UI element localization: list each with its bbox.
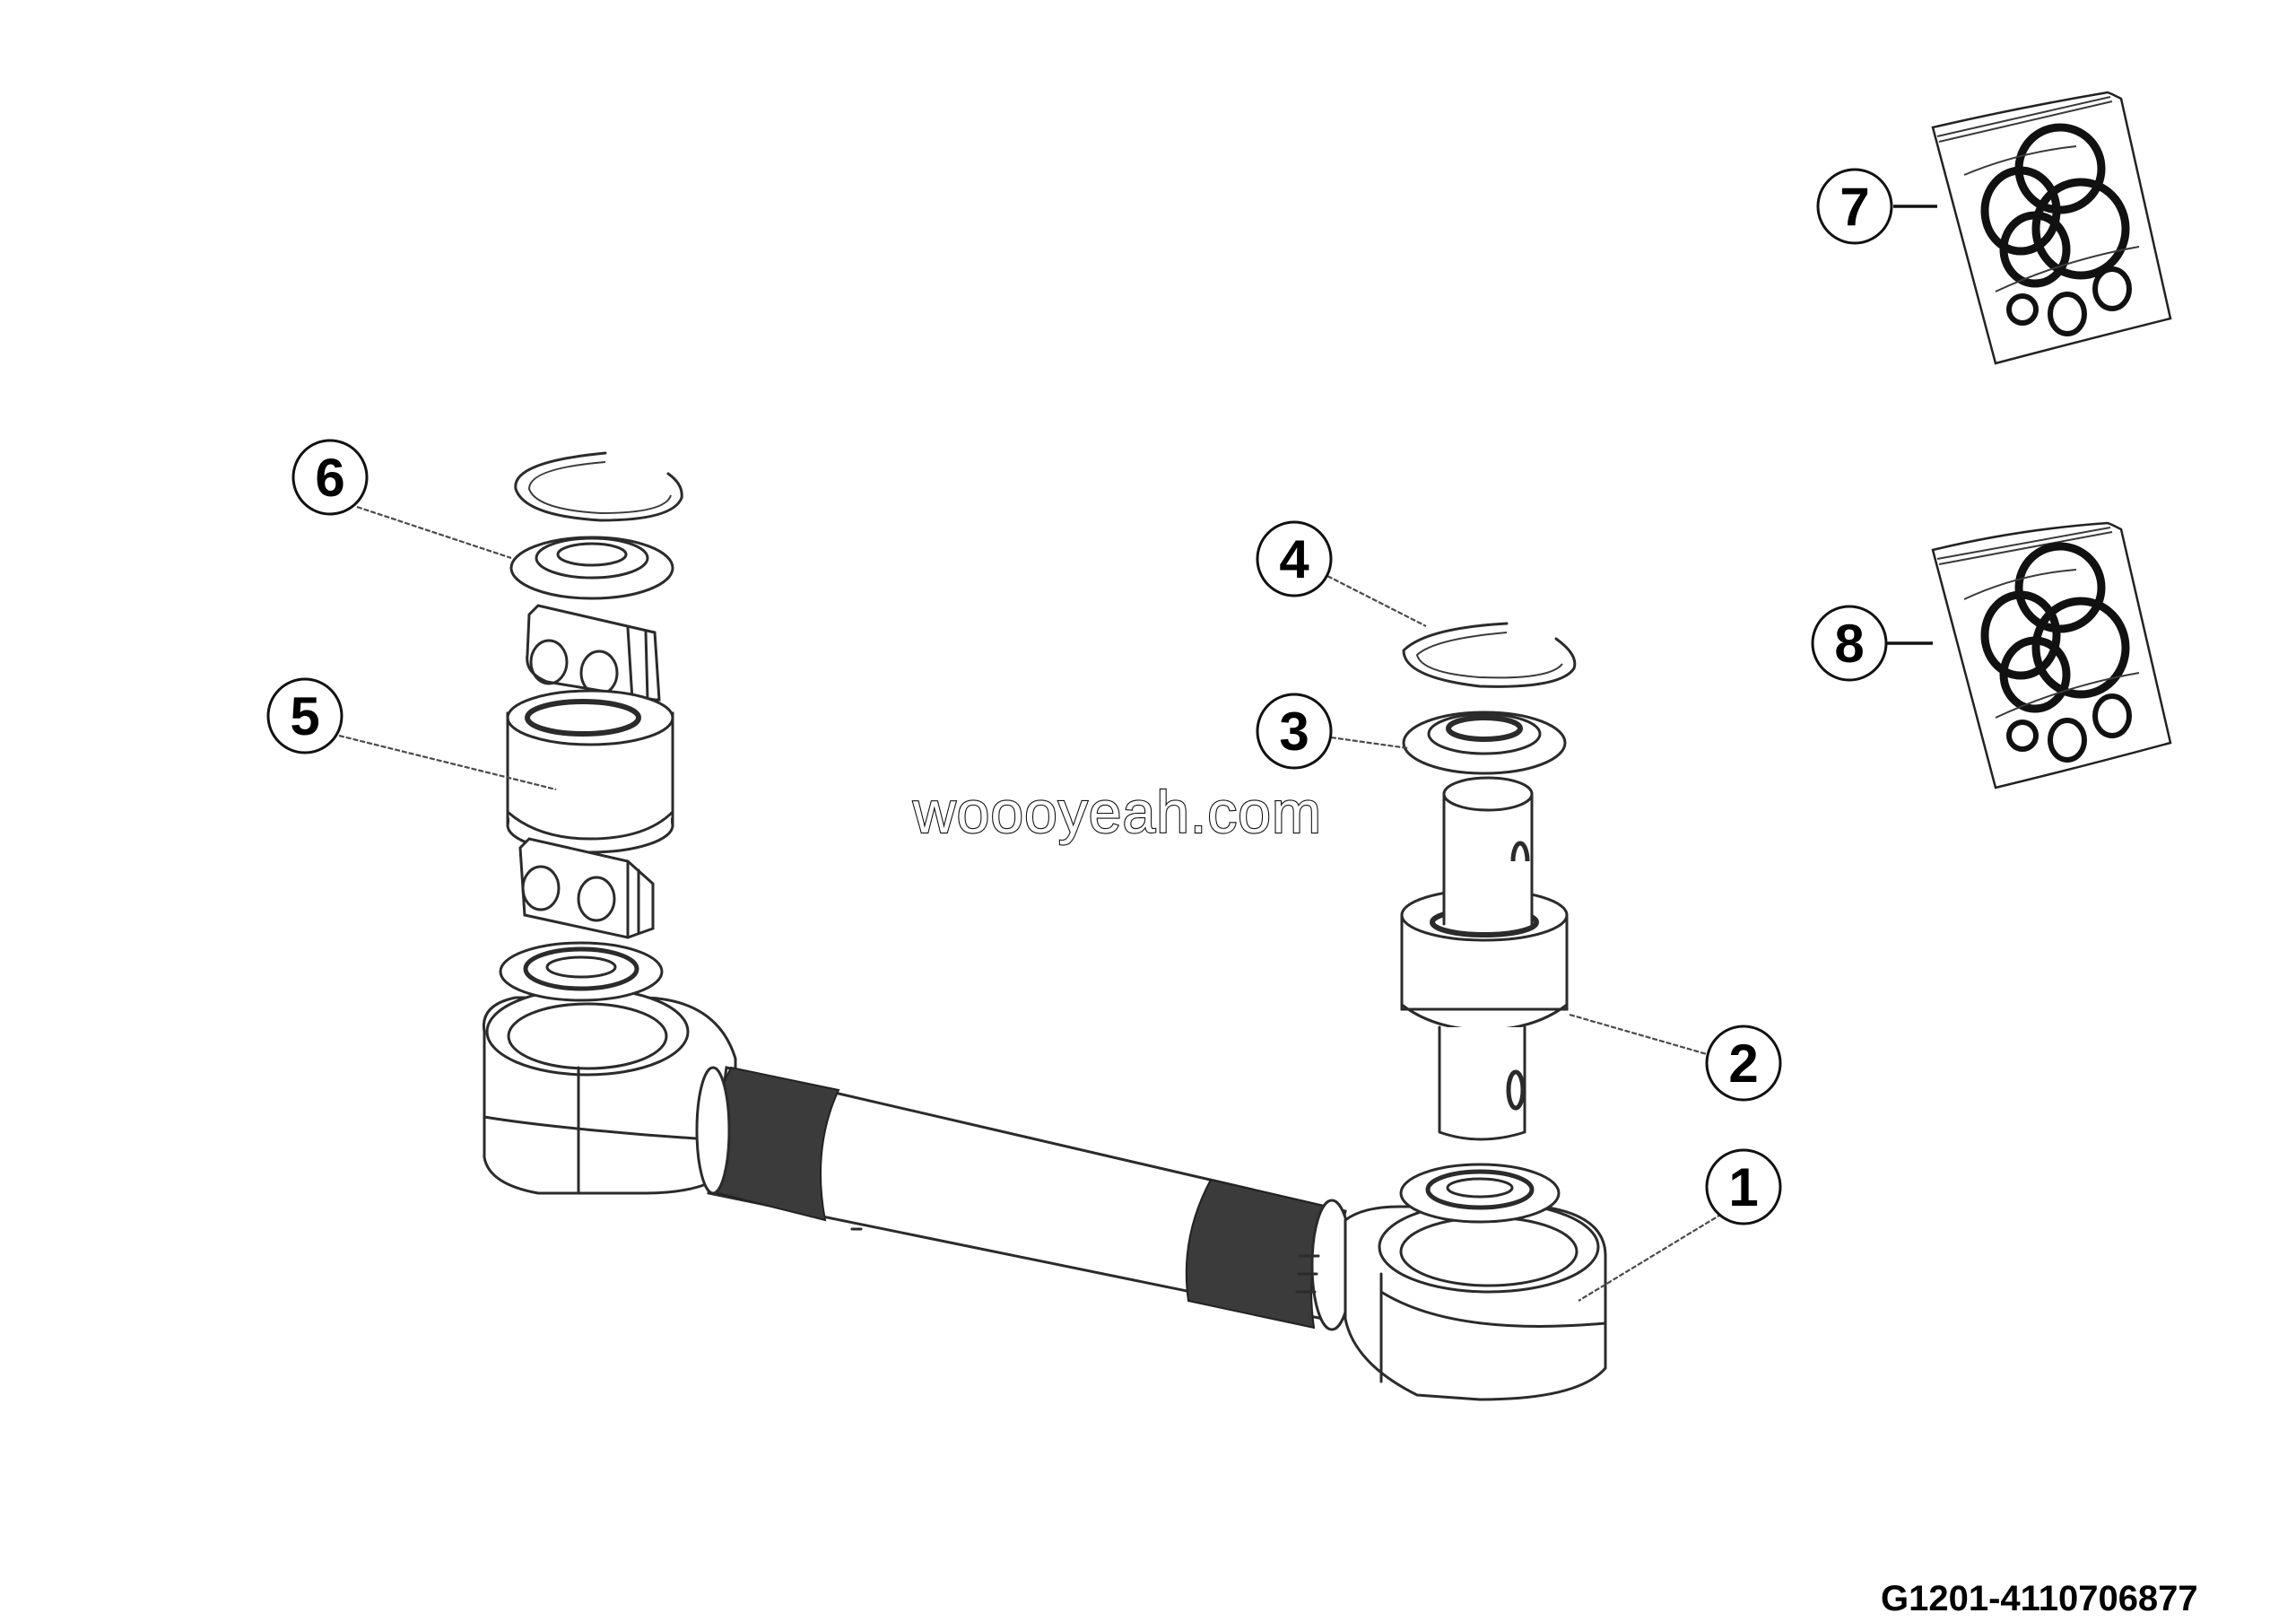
left-snap-ring [514,451,683,522]
left-lower-block [518,837,655,939]
callout-1-label: 1 [1728,1157,1758,1217]
seal-kit-bag-7 [1931,91,2172,365]
right-seal-washer-top [1402,711,1567,775]
seal-kit-bag-8 [1931,521,2172,789]
right-end-eye [1344,1200,1607,1401]
callout-8-label: 8 [1834,614,1864,674]
pin [1400,776,1569,1141]
callout-2-label: 2 [1728,1033,1758,1094]
callout-1[interactable]: 1 [1705,1148,1782,1225]
left-seal-washer-top [509,536,674,600]
right-thread [1185,1178,1329,1330]
callout-6[interactable]: 6 [291,439,369,516]
left-bushing [506,689,674,854]
leader-lines [338,205,1937,1302]
left-end-eye [482,987,737,1195]
left-stack [499,451,683,1002]
rod-assembly [482,987,1607,1401]
callout-7-label: 7 [1839,177,1869,237]
callout-3-label: 3 [1279,702,1309,762]
right-snap-ring [1402,622,1577,688]
callout-6-label: 6 [315,448,344,508]
callout-8[interactable]: 8 [1811,605,1888,682]
callout-5-label: 5 [290,686,319,746]
callout-3[interactable]: 3 [1256,693,1333,770]
callout-4-label: 4 [1279,529,1309,589]
callout-5[interactable]: 5 [266,677,344,754]
drawing-id: G1201-4110706877 [1881,1579,2198,1618]
watermark: woooyeah.com [912,779,1322,845]
callout-7[interactable]: 7 [1816,168,1893,245]
right-stack [1399,622,1577,1224]
callout-2[interactable]: 2 [1705,1025,1782,1102]
callout-4[interactable]: 4 [1256,520,1333,597]
